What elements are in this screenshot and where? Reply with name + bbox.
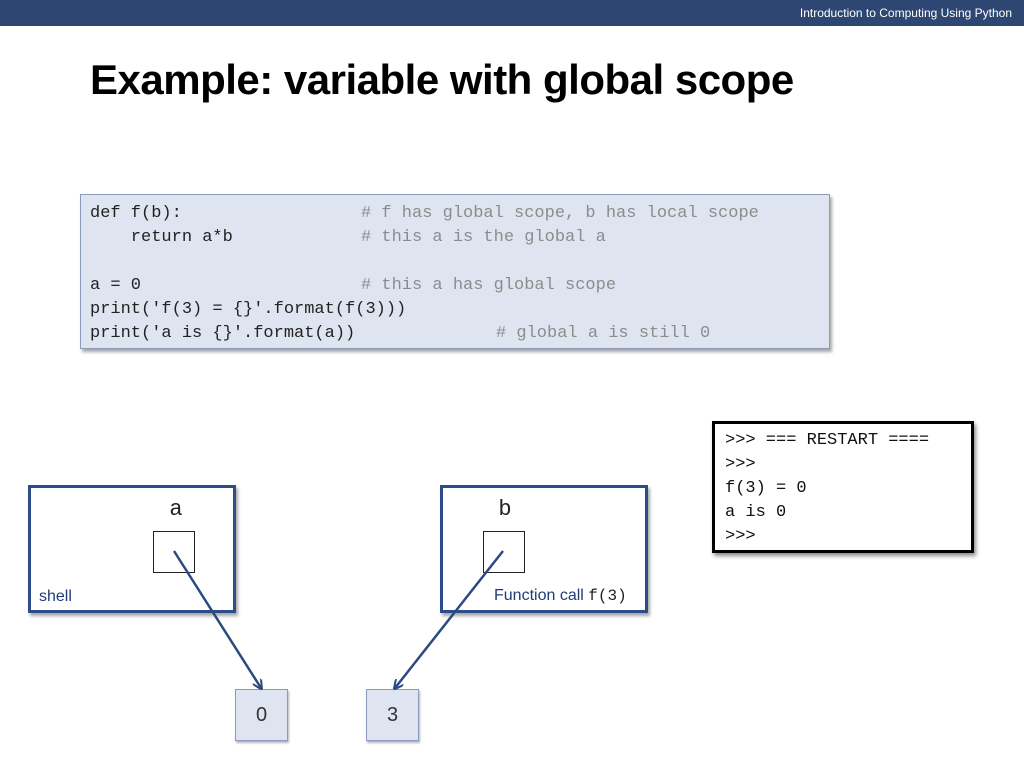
code-line-6: print('a is {}'.format(a)) — [90, 324, 356, 343]
slide-title: Example: variable with global scope — [90, 56, 794, 103]
code-line-5: print('f(3) = {}'.format(f(3))) — [90, 300, 407, 319]
code-line-4: a = 0 — [90, 276, 142, 295]
code-comment-2: # this a is the global a — [361, 228, 606, 247]
course-title: Introduction to Computing Using Python — [799, 6, 1012, 20]
variable-name-a: a — [169, 497, 183, 522]
shell-frame: a shell — [28, 485, 236, 613]
arrow-b-to-three — [395, 550, 504, 688]
arrow-a-to-zero — [172, 550, 261, 688]
shell-output-line: >>> === RESTART ==== — [725, 431, 930, 450]
function-frame: b Function call f(3) — [440, 485, 648, 613]
header-bar: Introduction to Computing Using Python — [0, 0, 1024, 26]
code-line-1: def f(b): — [90, 204, 182, 223]
function-frame-label-text: Function call — [494, 587, 589, 604]
object-three: 3 — [366, 689, 419, 741]
shell-output-line: f(3) = 0 — [725, 479, 807, 498]
shell-frame-label: shell — [39, 588, 72, 605]
shell-output-line: >>> — [725, 455, 756, 474]
variable-name-b: b — [498, 497, 512, 522]
code-comment-6: # global a is still 0 — [496, 324, 711, 343]
shell-output-line: >>> — [725, 527, 756, 546]
shell-output-line: a is 0 — [725, 503, 787, 522]
function-frame-label: Function call f(3) — [494, 587, 627, 605]
code-block: def f(b): # f has global scope, b has lo… — [80, 194, 830, 349]
shell-output-window: >>> === RESTART ==== >>> f(3) = 0 a is 0… — [712, 421, 974, 553]
code-comment-1: # f has global scope, b has local scope — [361, 204, 759, 223]
code-comment-4: # this a has global scope — [361, 276, 617, 295]
object-zero: 0 — [235, 689, 288, 741]
code-line-2: return a*b — [90, 228, 233, 247]
function-frame-label-code: f(3) — [588, 587, 627, 605]
